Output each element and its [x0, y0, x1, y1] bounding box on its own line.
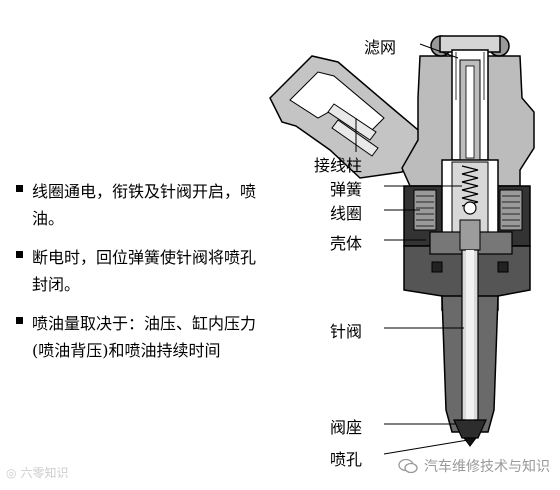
bullet-list: 线圈通电，衔铁及针阀开启，喷油。 断电时，回位弹簧使针阀将喷孔封闭。 喷油量取决… — [16, 178, 266, 376]
square-bullet-icon — [16, 251, 23, 258]
label-needle: 针阀 — [330, 322, 363, 341]
bullet-text: 断电时，回位弹簧使针阀将喷孔封闭。 — [32, 248, 257, 294]
watermark-right-text: 汽车维修技术与知识 — [424, 459, 550, 475]
bullet-item: 喷油量取决于：油压、缸内压力(喷油背压)和喷油持续时间 — [16, 310, 266, 364]
upper-body — [401, 35, 535, 187]
housing-flange — [403, 219, 531, 311]
wechat-icon — [398, 458, 418, 474]
watermark-left-text: 六零知识 — [20, 466, 69, 480]
label-seat: 阀座 — [330, 418, 363, 437]
label-coil: 线圈 — [330, 204, 363, 223]
bullet-item: 线圈通电，衔铁及针阀开启，喷油。 — [16, 178, 266, 232]
watermark-logo-icon: ◎ — [6, 465, 17, 480]
label-terminal: 接线柱 — [314, 156, 363, 175]
nozzle-body — [441, 249, 499, 447]
bullet-item: 断电时，回位弹簧使针阀将喷孔封闭。 — [16, 244, 266, 298]
square-bullet-icon — [16, 185, 23, 192]
connector-body — [269, 55, 432, 179]
label-housing: 壳体 — [330, 234, 363, 253]
label-filter: 滤网 — [364, 38, 397, 57]
square-bullet-icon — [16, 317, 23, 324]
leader-lines — [355, 43, 469, 455]
bullet-text: 线圈通电，衔铁及针阀开启，喷油。 — [32, 182, 257, 228]
label-spring: 弹簧 — [330, 180, 363, 199]
bullet-text: 喷油量取决于：油压、缸内压力(喷油背压)和喷油持续时间 — [32, 314, 257, 360]
watermark-left: ◎ 六零知识 — [6, 464, 69, 481]
label-nozzle: 喷孔 — [330, 450, 363, 469]
watermark-right: 汽车维修技术与知识 — [398, 456, 550, 476]
